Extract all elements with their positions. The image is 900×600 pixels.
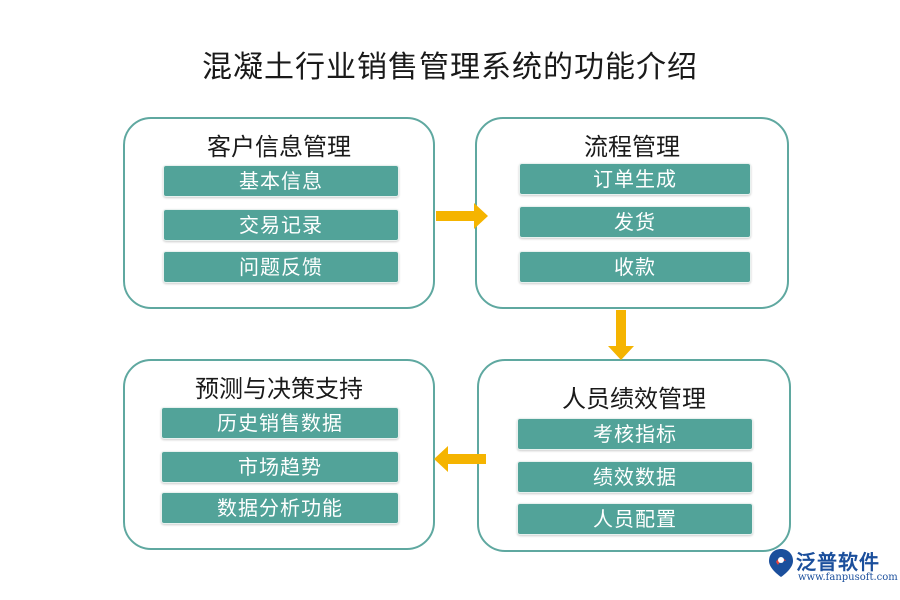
item-data-analysis: 数据分析功能 [161,492,399,524]
item-issue-feedback: 问题反馈 [163,251,399,283]
performance-title: 人员绩效管理 [562,385,706,413]
item-basic-info: 基本信息 [163,165,399,197]
brand-logo: 泛普软件 www.fanpusoft.com [768,546,898,586]
item-staff-config: 人员配置 [517,503,753,535]
item-market-trend: 市场趋势 [161,451,399,483]
arrow-right-icon [436,203,488,229]
page-title: 混凝土行业销售管理系统的功能介绍 [202,50,698,85]
customer-info-title: 客户信息管理 [207,133,351,161]
item-shipping: 发货 [519,206,751,238]
item-performance-data: 绩效数据 [517,461,753,493]
customer-info-box: 客户信息管理 基本信息 交易记录 问题反馈 [123,117,435,309]
forecast-title: 预测与决策支持 [195,375,363,403]
forecast-box: 预测与决策支持 历史销售数据 市场趋势 数据分析功能 [123,359,435,550]
brand-url: www.fanpusoft.com [798,572,898,583]
arrow-down-icon [608,310,634,360]
process-box: 流程管理 订单生成 发货 收款 [475,117,789,309]
brand-logo-icon [769,549,793,577]
arrow-left-icon [434,446,486,472]
item-historical-sales-data: 历史销售数据 [161,407,399,439]
process-title: 流程管理 [584,133,680,161]
performance-box: 人员绩效管理 考核指标 绩效数据 人员配置 [477,359,791,552]
brand-name: 泛普软件 [796,550,880,574]
item-transaction-records: 交易记录 [163,209,399,241]
item-kpi: 考核指标 [517,418,753,450]
item-order-generation: 订单生成 [519,163,751,195]
item-payment-collection: 收款 [519,251,751,283]
